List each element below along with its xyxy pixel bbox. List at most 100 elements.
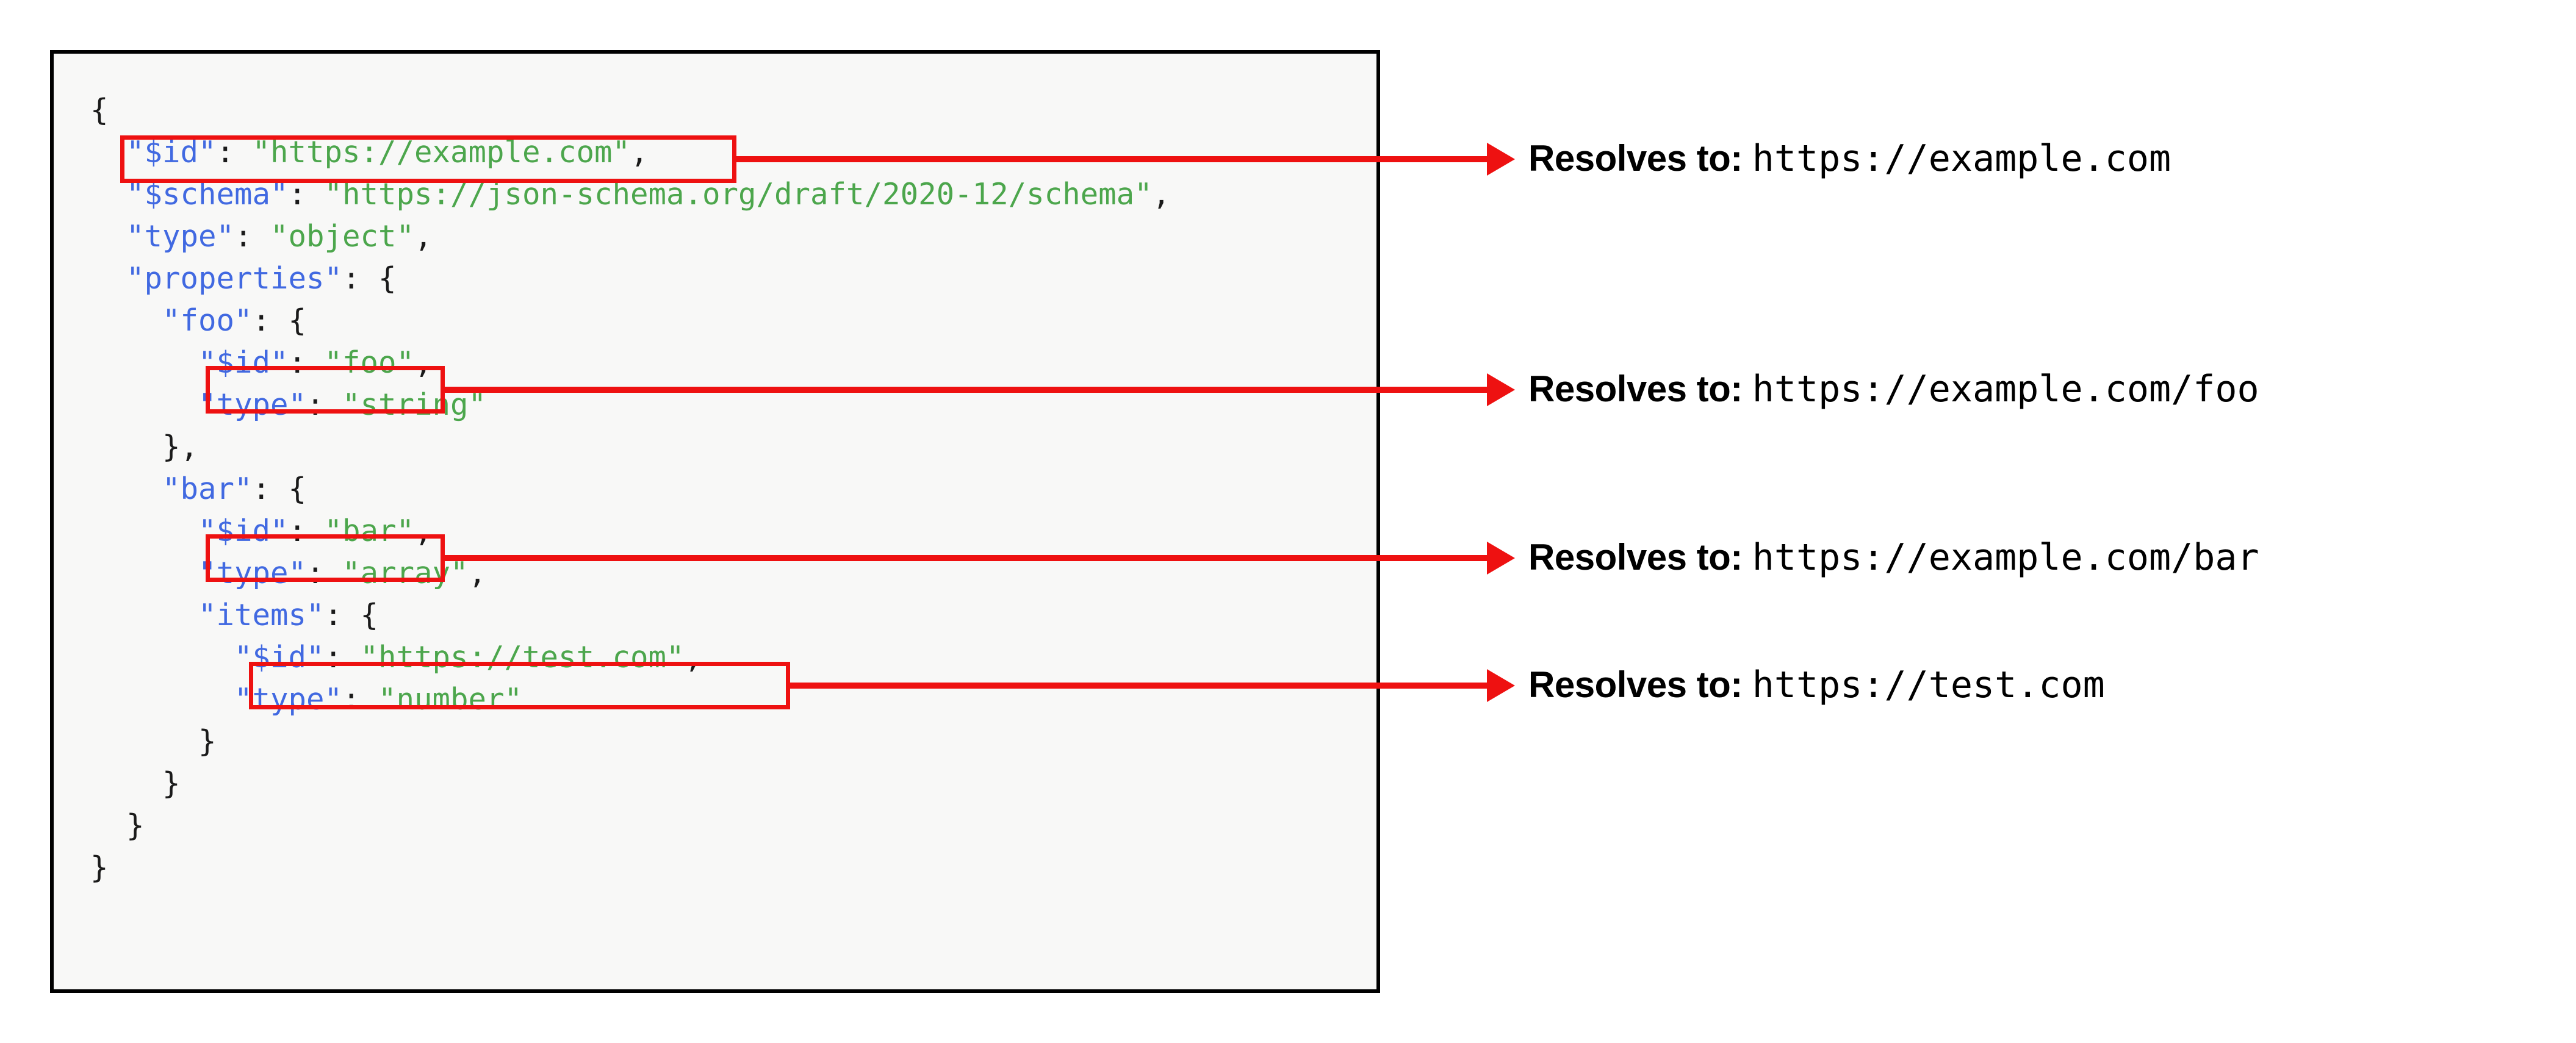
arrowhead-foo-icon [1487, 373, 1515, 406]
code-line: "type": "array", [90, 552, 1170, 594]
connector-foo [445, 387, 1487, 393]
code-token-punct: , [414, 219, 433, 254]
code-indent [90, 640, 234, 675]
code-token-string: "https://test.com" [360, 640, 685, 675]
code-line: "type": "string" [90, 384, 1170, 426]
resolves-to-label: Resolves to: [1528, 138, 1743, 179]
code-token-colon: : [216, 135, 253, 170]
code-token-key: "type" [126, 219, 235, 254]
code-indent [90, 261, 126, 296]
code-token-key: "$id" [198, 514, 289, 548]
arrowhead-root-icon [1487, 143, 1515, 176]
code-token-key: "$id" [126, 135, 217, 170]
code-token-punct: } [90, 766, 181, 801]
code-token-colon: : [324, 598, 361, 633]
code-token-punct: } [90, 808, 145, 843]
code-token-punct: } [90, 724, 217, 759]
code-line: "$id": "bar", [90, 510, 1170, 552]
code-token-key: "foo" [162, 303, 253, 338]
code-token-colon: : [324, 640, 361, 675]
annotation-bar: Resolves to:https://example.com/bar [1528, 536, 2259, 579]
code-token-colon: : [234, 219, 271, 254]
code-indent [90, 219, 126, 254]
resolved-url-value: https://example.com/bar [1752, 536, 2259, 579]
connector-root [736, 156, 1487, 162]
code-indent [90, 177, 126, 212]
code-indent [90, 556, 198, 590]
code-token-punct: , [414, 514, 433, 548]
code-token-key: "type" [234, 682, 343, 717]
code-token-string: "number" [378, 682, 523, 717]
code-indent [90, 303, 162, 338]
code-indent [90, 598, 198, 633]
code-indent [90, 387, 198, 422]
code-line: } [90, 762, 1170, 805]
code-token-punct: , [1152, 177, 1171, 212]
code-token-string: "bar" [324, 514, 415, 548]
code-token-colon: : [252, 471, 289, 506]
code-token-key: "type" [198, 556, 307, 590]
code-line: }, [90, 426, 1170, 468]
code-token-punct: , [684, 640, 703, 675]
code-token-colon: : [288, 177, 325, 212]
code-token-key: "properties" [126, 261, 343, 296]
resolved-url-value: https://example.com [1752, 137, 2171, 180]
arrowhead-items-icon [1487, 669, 1515, 702]
code-line: { [90, 89, 1170, 131]
json-code-block: { "$id": "https://example.com", "$schema… [50, 50, 1380, 993]
code-line: } [90, 720, 1170, 762]
code-line: "bar": { [90, 468, 1170, 510]
code-token-punct: { [288, 303, 307, 338]
code-token-colon: : [342, 682, 379, 717]
code-line: "foo": { [90, 299, 1170, 342]
code-token-punct: , [414, 345, 433, 380]
code-token-string: "array" [342, 556, 469, 590]
connector-items [790, 683, 1487, 689]
code-line: "items": { [90, 594, 1170, 636]
connector-bar [445, 555, 1487, 561]
code-indent [90, 345, 198, 380]
code-token-key: "$id" [198, 345, 289, 380]
code-indent [90, 514, 198, 548]
code-token-punct: , [468, 556, 487, 590]
resolves-to-label: Resolves to: [1528, 664, 1743, 705]
code-indent [90, 135, 126, 170]
code-token-punct: { [90, 93, 109, 127]
code-token-string: "https://json-schema.org/draft/2020-12/s… [324, 177, 1153, 212]
code-token-punct: } [90, 850, 109, 885]
annotation-foo: Resolves to:https://example.com/foo [1528, 368, 2259, 410]
code-token-key: "$schema" [126, 177, 289, 212]
code-token-colon: : [306, 556, 343, 590]
code-token-punct: }, [90, 429, 199, 464]
code-line: } [90, 847, 1170, 889]
annotation-root: Resolves to:https://example.com [1528, 137, 2171, 180]
code-line: "$id": "https://test.com", [90, 636, 1170, 678]
code-token-punct: , [630, 135, 649, 170]
code-line: "type": "object", [90, 215, 1170, 257]
code-indent [90, 471, 162, 506]
code-line: } [90, 805, 1170, 847]
json-code-lines: { "$id": "https://example.com", "$schema… [90, 89, 1170, 889]
resolves-to-label: Resolves to: [1528, 537, 1743, 578]
code-token-colon: : [288, 514, 325, 548]
arrowhead-bar-icon [1487, 542, 1515, 575]
code-line: "properties": { [90, 257, 1170, 299]
code-token-key: "type" [198, 387, 307, 422]
annotation-items: Resolves to:https://test.com [1528, 664, 2105, 706]
code-token-colon: : [252, 303, 289, 338]
resolved-url-value: https://test.com [1752, 664, 2105, 706]
code-line: "$schema": "https://json-schema.org/draf… [90, 173, 1170, 215]
code-token-string: "object" [270, 219, 415, 254]
code-token-colon: : [306, 387, 343, 422]
code-line: "$id": "https://example.com", [90, 131, 1170, 173]
code-token-colon: : [342, 261, 379, 296]
code-token-colon: : [288, 345, 325, 380]
code-token-string: "https://example.com" [252, 135, 631, 170]
code-indent [90, 682, 234, 717]
resolves-to-label: Resolves to: [1528, 368, 1743, 409]
code-token-key: "items" [198, 598, 325, 633]
code-token-punct: { [360, 598, 379, 633]
resolved-url-value: https://example.com/foo [1752, 368, 2259, 410]
code-token-key: "bar" [162, 471, 253, 506]
code-token-string: "string" [342, 387, 487, 422]
